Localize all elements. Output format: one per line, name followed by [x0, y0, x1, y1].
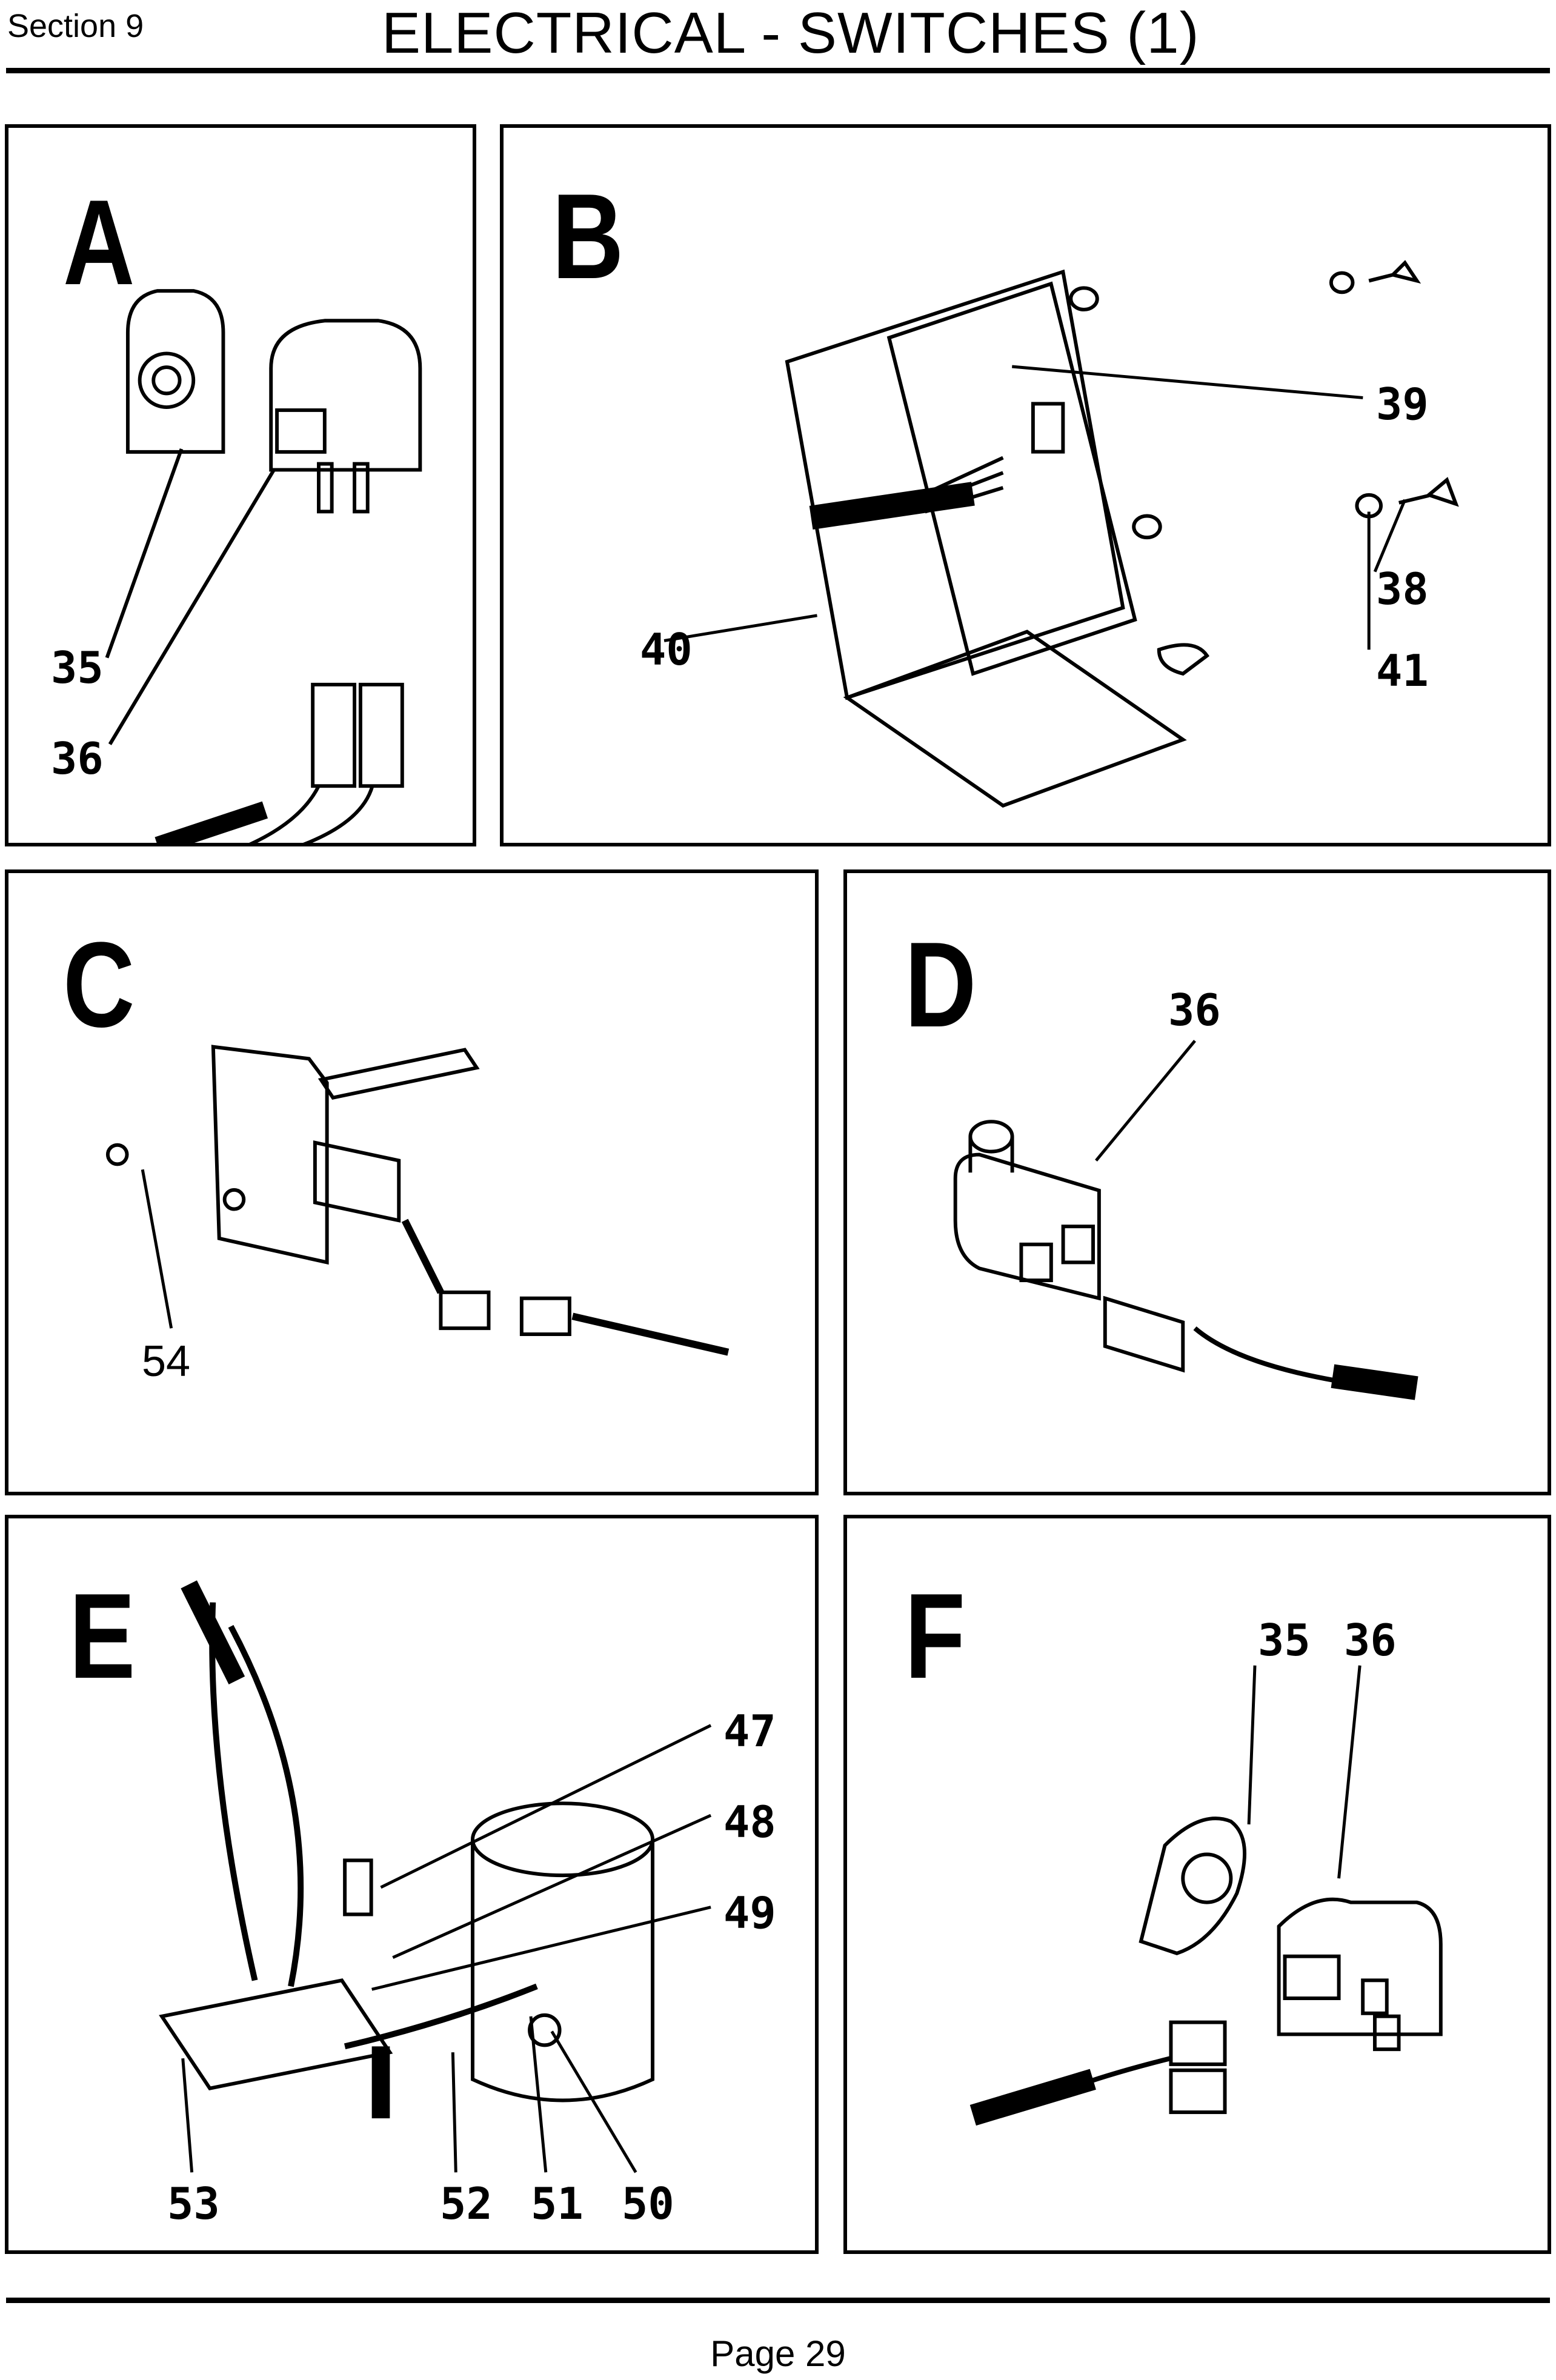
callout-41: 41	[1376, 645, 1429, 696]
panel-letter-a: A	[63, 175, 135, 310]
callout-38: 38	[1376, 563, 1429, 614]
panel-a: A 35 36	[5, 124, 476, 846]
panel-b: B 39 38 40 41	[500, 124, 1551, 846]
callout-49: 49	[723, 1887, 776, 1938]
callout-50: 50	[622, 2178, 674, 2229]
panel-letter-e: E	[69, 1569, 136, 1704]
panel-letter-b: B	[552, 169, 624, 304]
callout-51: 51	[531, 2178, 584, 2229]
panel-c: C 54	[5, 869, 819, 1495]
switch-assembly-c-illustration	[105, 1045, 730, 1356]
callout-39: 39	[1376, 379, 1429, 430]
callout-36: 36	[51, 733, 104, 784]
callout-48: 48	[723, 1797, 776, 1847]
panel-e: E 47 48 49 53 52 51 50	[5, 1515, 819, 2254]
panel-letter-d: D	[905, 917, 977, 1052]
callout-36: 36	[1344, 1615, 1397, 1666]
callout-35: 35	[51, 642, 104, 693]
panel-letter-c: C	[63, 917, 135, 1052]
switch-assembly-a-illustration	[105, 289, 422, 843]
header-rule	[6, 68, 1550, 73]
page-title: ELECTRICAL - SWITCHES (1)	[382, 1, 1200, 65]
callout-35: 35	[1258, 1615, 1311, 1666]
switch-assembly-f-illustration	[969, 1665, 1443, 2126]
callout-54: 54	[142, 1337, 191, 1386]
panel-d: D 36	[843, 869, 1551, 1495]
solenoid-assembly-e-illustration	[159, 1580, 712, 2173]
callout-52: 52	[440, 2178, 493, 2229]
panel-letter-f: F	[905, 1569, 966, 1704]
section-label: Section 9	[7, 8, 144, 44]
page-number: Page 29	[710, 2333, 846, 2374]
switch-assembly-d-illustration	[953, 1040, 1418, 1400]
panel-f: F 35 36	[843, 1515, 1551, 2254]
callout-47: 47	[723, 1706, 776, 1757]
callout-53: 53	[167, 2178, 220, 2229]
callout-36: 36	[1168, 985, 1221, 1035]
switch-assembly-b-illustration	[663, 260, 1459, 808]
callout-40: 40	[640, 624, 693, 675]
footer-rule	[6, 2298, 1550, 2303]
